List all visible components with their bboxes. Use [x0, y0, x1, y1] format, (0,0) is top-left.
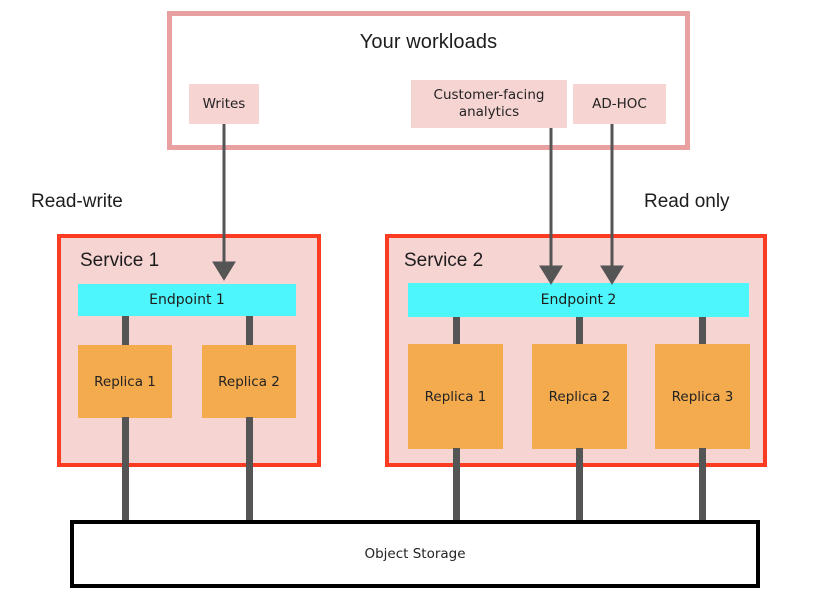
endpoint-1[interactable]: Endpoint 1: [78, 284, 296, 316]
label-read-write: Read-write: [31, 191, 123, 212]
workload-chip-customer-facing-analytics[interactable]: Customer-facing analytics: [411, 80, 567, 128]
workloads-title: Your workloads: [359, 31, 498, 53]
service-1-replica-1[interactable]: Replica 1: [78, 345, 172, 418]
service-2-title: Service 2: [404, 250, 484, 271]
service-2-replica-3[interactable]: Replica 3: [655, 344, 750, 449]
connector-endpoint2-replica2: [576, 316, 583, 345]
service-1-title: Service 1: [80, 250, 160, 271]
workload-chip-writes[interactable]: Writes: [189, 84, 259, 124]
connector-endpoint2-replica1: [453, 316, 460, 345]
endpoint-2[interactable]: Endpoint 2: [408, 283, 749, 317]
connector-endpoint1-replica1: [122, 315, 129, 346]
service-1-replica-2[interactable]: Replica 2: [202, 345, 296, 418]
service-2-replica-1[interactable]: Replica 1: [408, 344, 503, 449]
connector-service1-replica1-storage: [122, 417, 129, 523]
connector-service2-replica2-storage: [576, 448, 583, 523]
connector-endpoint1-replica2: [246, 315, 253, 346]
connector-service2-replica3-storage: [699, 448, 706, 523]
connector-service2-replica1-storage: [453, 448, 460, 523]
object-storage-box[interactable]: Object Storage: [70, 520, 760, 588]
connector-endpoint2-replica3: [699, 316, 706, 345]
connector-service1-replica2-storage: [246, 417, 253, 523]
workload-chip-ad-hoc[interactable]: AD-HOC: [573, 84, 666, 124]
label-read-only: Read only: [644, 191, 730, 212]
service-2-replica-2[interactable]: Replica 2: [532, 344, 627, 449]
